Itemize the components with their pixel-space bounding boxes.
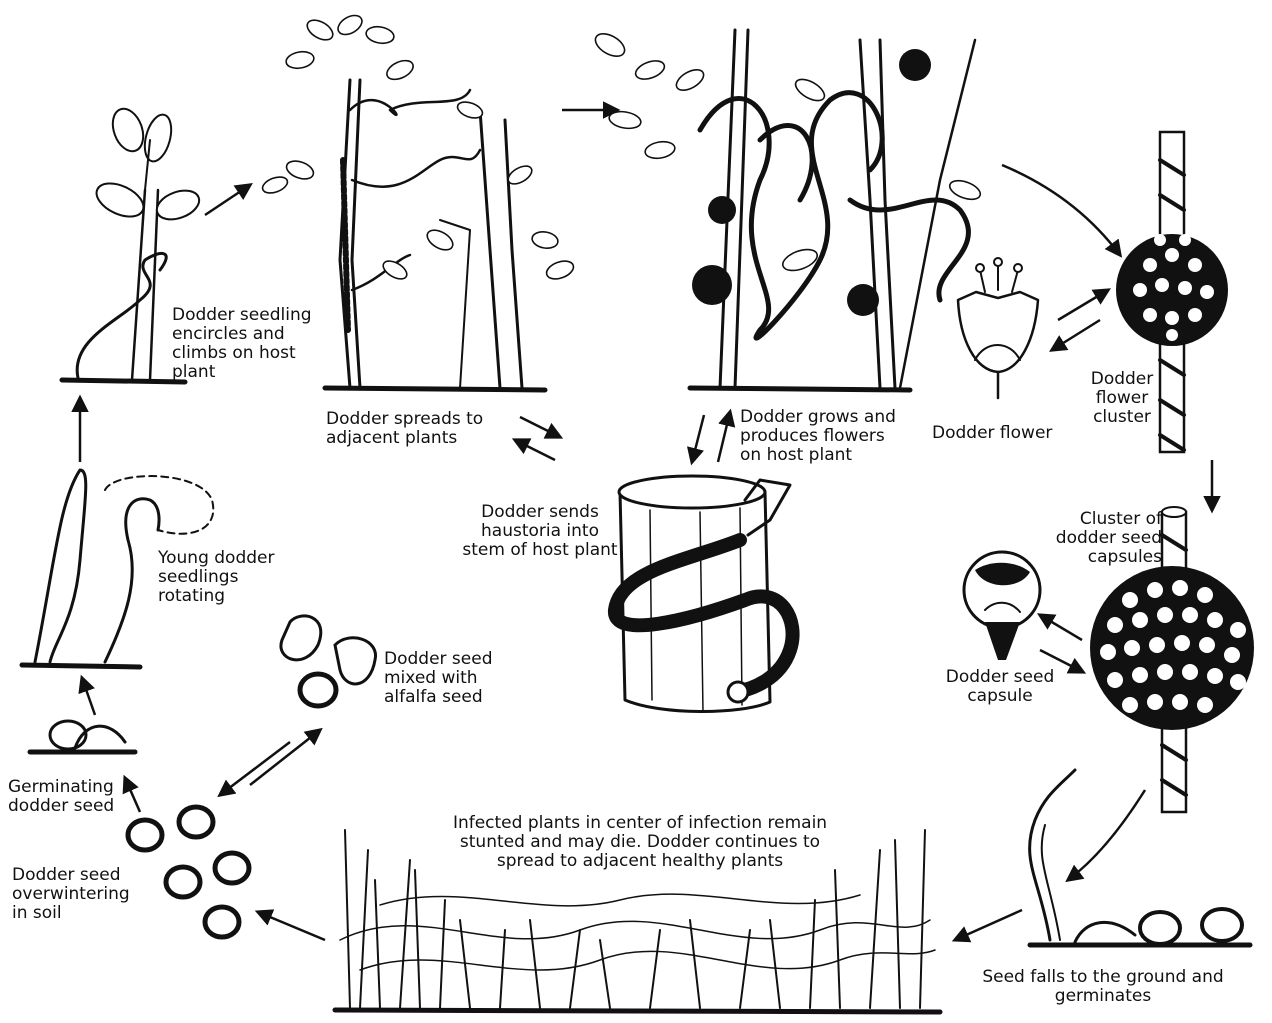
label-line: Dodder grows and (740, 408, 896, 427)
label-seedling-climbs: Dodder seedling encircles and climbs on … (172, 306, 312, 382)
label-germinating: Germinating dodder seed (8, 778, 114, 816)
label-cluster-capsules: Cluster of dodder seed capsules (1040, 510, 1162, 567)
label-line: Dodder spreads to (326, 410, 483, 429)
label-line: encircles and (172, 325, 312, 344)
label-line: Dodder (1082, 370, 1162, 389)
label-grows-flowers: Dodder grows and produces flowers on hos… (740, 408, 896, 465)
label-dodder-flower: Dodder flower (932, 424, 1052, 443)
germinating-seed-drawing (30, 721, 135, 752)
label-line: Dodder seed (940, 668, 1060, 687)
label-line: produces flowers (740, 427, 896, 446)
label-flower-cluster: Dodder flower cluster (1082, 370, 1162, 427)
label-line: Young dodder (158, 549, 275, 568)
label-spreads-adjacent: Dodder spreads to adjacent plants (326, 410, 483, 448)
label-line: Dodder sends (450, 503, 630, 522)
label-young-seedlings: Young dodder seedlings rotating (158, 549, 275, 606)
label-infected-center: Infected plants in center of infection r… (410, 814, 870, 871)
label-line: spread to adjacent healthy plants (410, 852, 870, 871)
label-line: seedlings (158, 568, 275, 587)
label-line: germinates (958, 987, 1248, 1006)
haustoria-stem-drawing (615, 476, 793, 712)
seed-mixture-drawing (281, 616, 376, 706)
label-line: capsule (940, 687, 1060, 706)
label-line: dodder seed (8, 797, 114, 816)
label-line: Germinating (8, 778, 114, 797)
label-seed-mixed: Dodder seed mixed with alfalfa seed (384, 650, 493, 707)
label-line: capsules (1040, 548, 1162, 567)
label-line: Dodder seed (384, 650, 493, 669)
label-line: mixed with (384, 669, 493, 688)
dodder-flowering-on-host-drawing (592, 29, 983, 390)
label-line: Dodder seed (12, 866, 130, 885)
label-line: rotating (158, 587, 275, 606)
label-line: in soil (12, 904, 130, 923)
label-line: overwintering (12, 885, 130, 904)
label-line: Infected plants in center of infection r… (410, 814, 870, 833)
label-line: stem of host plant (450, 541, 630, 560)
label-seed-falls: Seed falls to the ground and germinates (958, 968, 1248, 1006)
label-line: stunted and may die. Dodder continues to (410, 833, 870, 852)
dodder-flower-drawing (958, 258, 1038, 398)
label-line: adjacent plants (326, 429, 483, 448)
label-line: on host plant (740, 446, 896, 465)
label-line: plant (172, 363, 312, 382)
overwintering-seeds-drawing (128, 807, 249, 937)
label-line: haustoria into (450, 522, 630, 541)
label-overwintering: Dodder seed overwintering in soil (12, 866, 130, 923)
label-line: alfalfa seed (384, 688, 493, 707)
seed-capsule-drawing (964, 552, 1040, 660)
label-haustoria: Dodder sends haustoria into stem of host… (450, 503, 630, 560)
label-line: Seed falls to the ground and (958, 968, 1248, 987)
label-line: flower (1082, 389, 1162, 408)
label-seed-capsule: Dodder seed capsule (940, 668, 1060, 706)
label-line: dodder seed (1040, 529, 1162, 548)
label-line: climbs on host (172, 344, 312, 363)
label-line: cluster (1082, 408, 1162, 427)
label-line: Dodder seedling (172, 306, 312, 325)
label-line: Cluster of (1040, 510, 1162, 529)
